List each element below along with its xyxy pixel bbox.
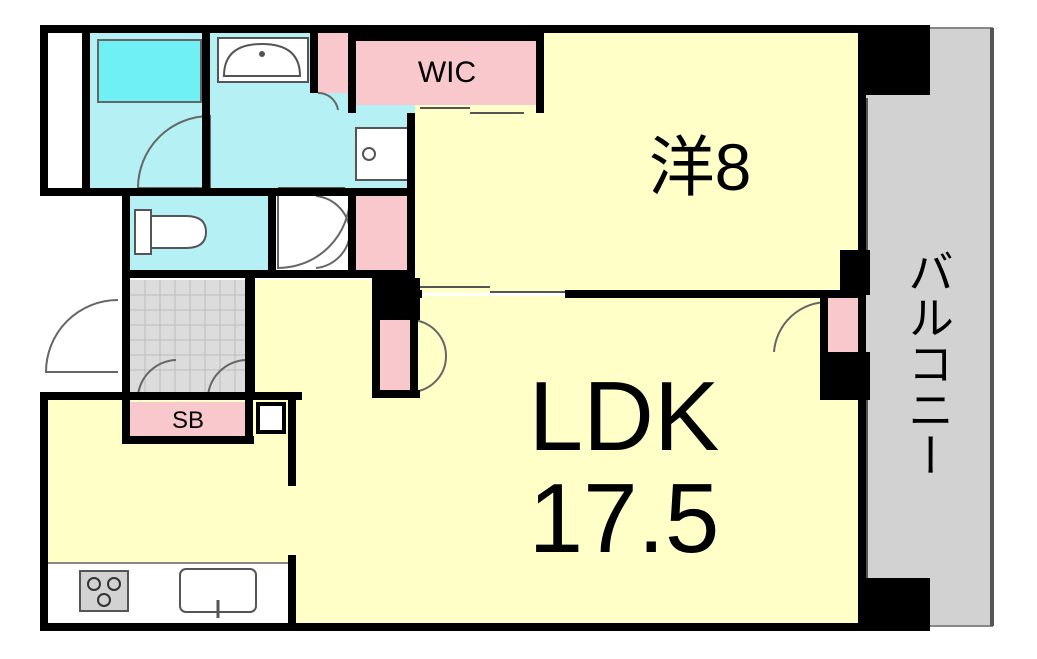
label-western-room: 洋8 <box>649 130 752 204</box>
wash-basin-drain <box>259 51 265 57</box>
left-void <box>52 37 78 185</box>
balcony-area <box>863 27 993 627</box>
storage-box <box>130 402 245 436</box>
closet-ldk-right <box>828 298 860 352</box>
entrance-tile-grid <box>130 280 245 395</box>
label-ldk-size: 17.5 <box>529 463 720 573</box>
toilet-icon <box>134 209 208 255</box>
hallway-floor <box>255 280 380 396</box>
label-storage-box: SB <box>172 407 204 434</box>
label-ldk-name: LDK <box>529 361 720 471</box>
shaft-box <box>256 402 286 434</box>
bathtub <box>97 39 202 103</box>
wash-basin-bowl <box>222 42 302 77</box>
wic-floor <box>355 33 538 105</box>
closet-hall <box>380 320 410 392</box>
washing-machine-pan <box>355 127 409 181</box>
label-balcony: バルコニー <box>902 248 954 478</box>
walls <box>40 25 930 631</box>
stove-icon <box>79 570 129 612</box>
washing-machine-drain <box>362 147 376 161</box>
closet-toilet-side <box>355 196 410 272</box>
entrance-floor <box>130 280 245 395</box>
label-wic: WIC <box>418 56 476 89</box>
